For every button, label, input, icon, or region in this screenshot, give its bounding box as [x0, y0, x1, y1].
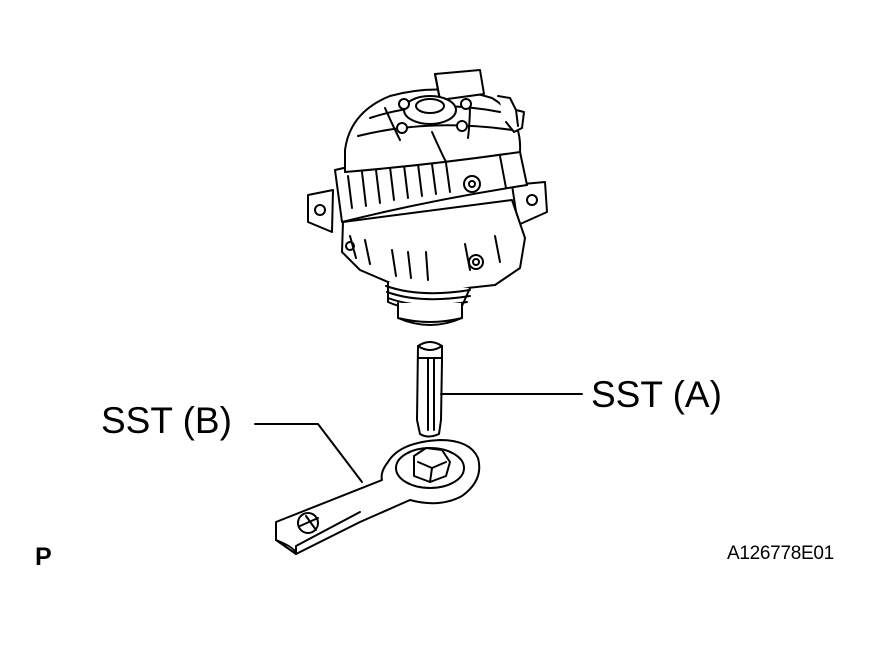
callout-sst-b: SST (B) — [101, 400, 232, 441]
sst-a-hex-bit-icon — [416, 341, 443, 438]
sst-b-wrench-icon — [275, 439, 481, 555]
alternator-icon — [307, 69, 548, 326]
leader-line-sst-b — [254, 423, 363, 483]
callout-sst-a: SST (A) — [591, 374, 722, 415]
page-marker: P — [35, 543, 52, 571]
figure-id: A126778E01 — [727, 543, 834, 564]
leader-lines — [254, 393, 583, 483]
